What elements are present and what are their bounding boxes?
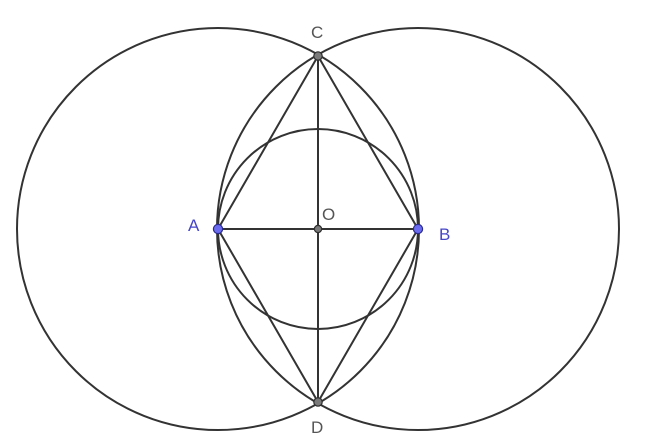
point-o[interactable] xyxy=(313,224,323,234)
segment-bd xyxy=(317,228,419,403)
point-c[interactable] xyxy=(313,51,323,61)
label-d: D xyxy=(311,418,323,437)
segment-da xyxy=(217,228,319,403)
label-c: C xyxy=(311,23,323,42)
label-a: A xyxy=(188,216,200,235)
point-b[interactable] xyxy=(412,223,424,235)
label-o: O xyxy=(322,205,335,224)
point-d[interactable] xyxy=(313,397,323,407)
label-b: B xyxy=(439,225,450,244)
point-a[interactable] xyxy=(212,223,224,235)
segment-cb xyxy=(317,55,419,230)
segment-ac xyxy=(217,55,319,230)
